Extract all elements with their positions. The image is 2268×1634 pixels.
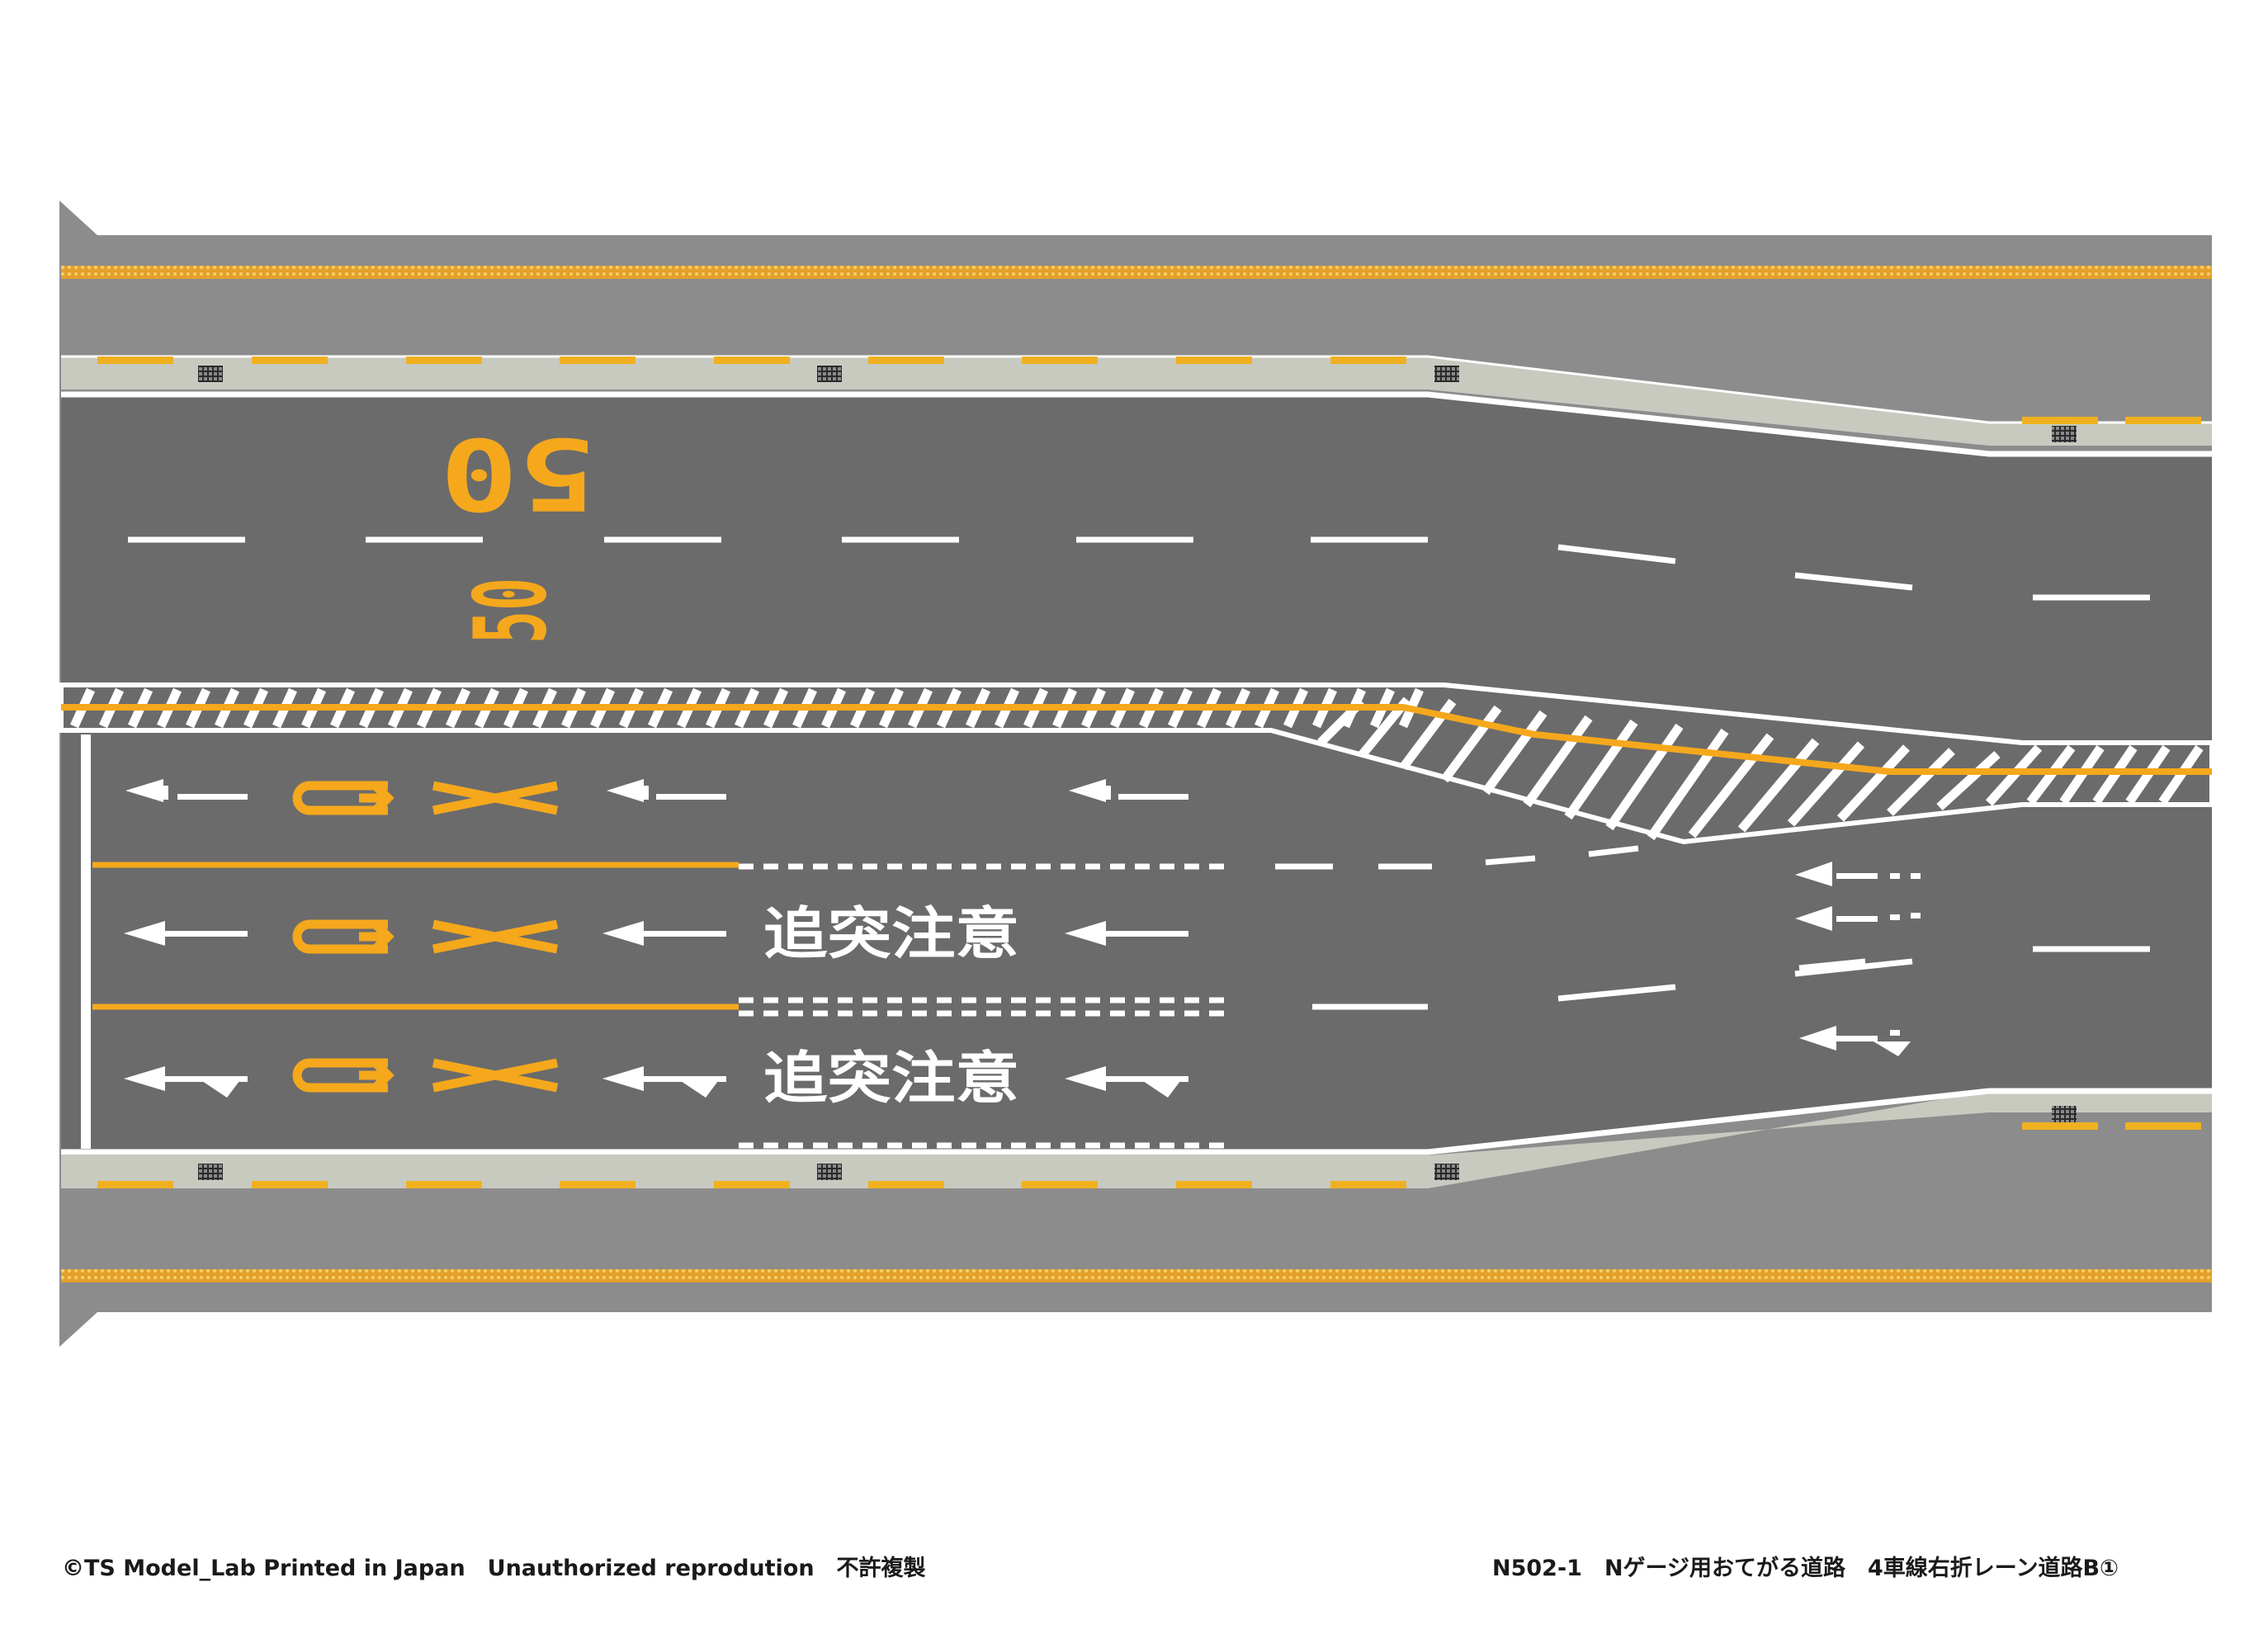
right-turn-arrow-icon xyxy=(125,779,248,802)
lane-dashes-top xyxy=(128,536,2150,601)
speed-limit-marking: 50 50 xyxy=(440,415,597,644)
edge-line-bottom xyxy=(61,1088,2212,1155)
straight-left-arrow-icon xyxy=(124,1066,248,1098)
drain-grate-icon xyxy=(1434,1164,1459,1180)
curb-blocks-bottom xyxy=(97,1122,2201,1188)
caution-text-2: 追突注意 xyxy=(763,1046,1019,1112)
drain-grate-icon xyxy=(2052,1106,2077,1122)
lane-mark-row xyxy=(292,919,559,954)
curb-bottom xyxy=(61,1091,2212,1188)
drain-grate-icon xyxy=(1434,366,1459,382)
edge-line-top xyxy=(61,391,2212,457)
drain-grate-icon xyxy=(2052,426,2077,442)
tactile-strip-top xyxy=(61,266,2212,279)
right-turn-arrow-icon xyxy=(1069,779,1188,802)
asphalt xyxy=(61,394,2212,1154)
copyright-text: ©TS Model_Lab Printed in Japan Unauthori… xyxy=(62,1556,926,1581)
curb-blocks-top xyxy=(97,357,2201,424)
curb-top xyxy=(61,357,2212,446)
speed-limit-text-2: 50 xyxy=(455,578,569,644)
lane-mark-row xyxy=(292,781,559,815)
straight-left-arrow-icon xyxy=(602,1066,726,1098)
center-yellow-line xyxy=(61,704,2212,775)
yellow-lane-marks xyxy=(292,781,559,1093)
tactile-strip-bottom xyxy=(61,1269,2212,1282)
straight-arrow-icon xyxy=(124,921,248,946)
straight-arrow-icon xyxy=(602,921,726,946)
caution-text-1: 追突注意 xyxy=(763,902,1019,967)
lane-dashes-lower xyxy=(739,863,1230,1149)
lane-mark-row xyxy=(292,1058,559,1093)
merge-arrow-icon xyxy=(1795,906,1921,931)
speed-limit-text-1: 50 xyxy=(440,415,597,530)
lane-arrows xyxy=(124,779,1921,1098)
straight-left-arrow-icon xyxy=(1065,1066,1188,1098)
drain-grate-icon xyxy=(198,1164,223,1180)
drain-grate-icon xyxy=(817,1164,842,1180)
lane-lines-lower xyxy=(92,862,739,1010)
drain-grate-icon xyxy=(198,366,223,382)
drain-grates xyxy=(198,366,2077,1180)
merge-arrow-icon xyxy=(1795,862,1921,886)
merge-arrow-icon xyxy=(1799,1026,1911,1056)
drain-grate-icon xyxy=(817,366,842,382)
caution-markings: 追突注意 追突注意 xyxy=(763,902,1019,1112)
lane-dashes-turn xyxy=(1275,845,2150,1010)
right-turn-arrow-icon xyxy=(607,779,726,802)
product-label: N502-1 Nゲージ用おてがる道路 4車線右折レーン道路B① xyxy=(1492,1556,2119,1581)
straight-arrow-icon xyxy=(1065,921,1188,946)
